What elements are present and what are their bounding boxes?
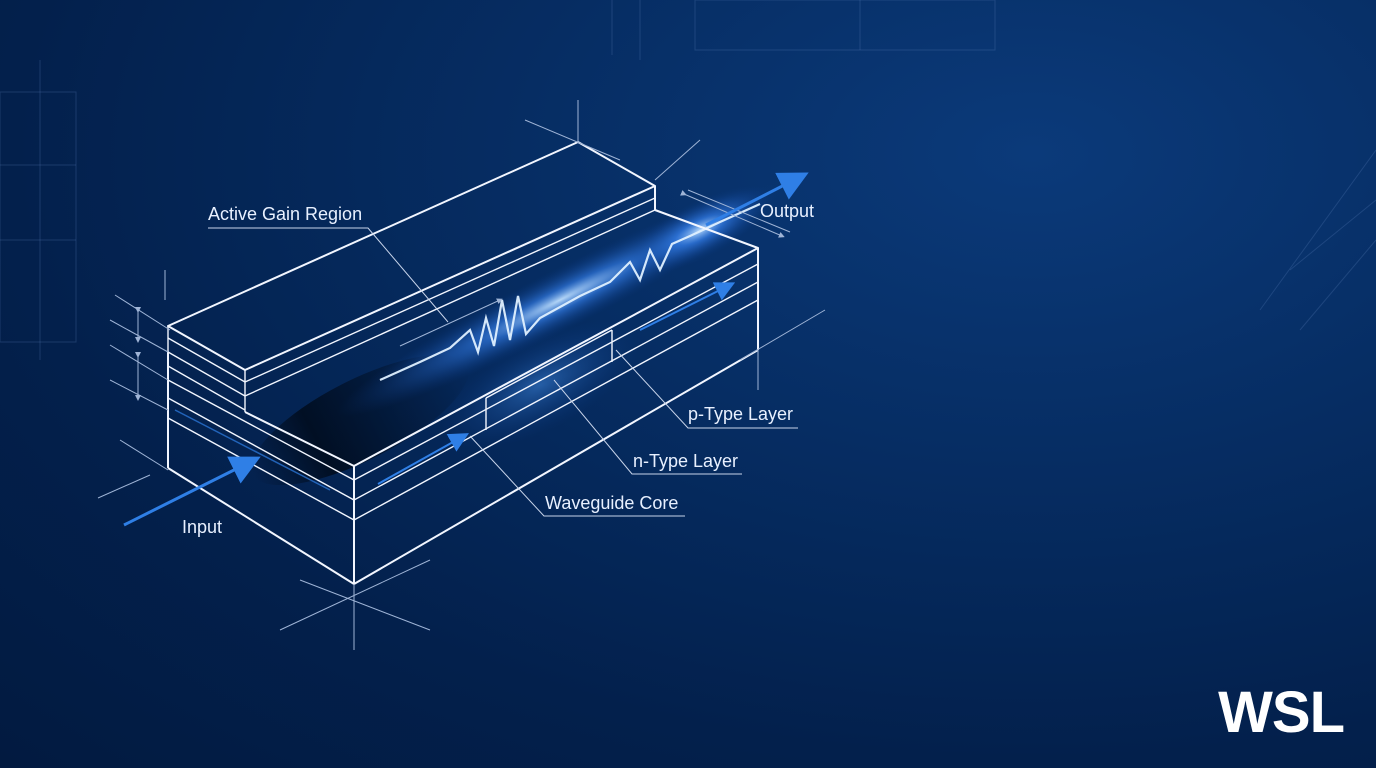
output-arrow (705, 172, 809, 227)
label-waveguide-core: Waveguide Core (545, 493, 678, 513)
label-active-gain-region: Active Gain Region (208, 204, 362, 224)
leader-lines (208, 227, 798, 517)
background-blueprint (0, 0, 1376, 360)
label-input: Input (182, 517, 222, 537)
beam-glow (251, 183, 784, 486)
construction-lines (97, 100, 826, 650)
light-beam-waveform (379, 202, 761, 382)
label-p-type-layer: p-Type Layer (688, 404, 793, 424)
label-output: Output (760, 201, 814, 221)
label-n-type-layer: n-Type Layer (633, 451, 738, 471)
flow-arrows (123, 172, 809, 527)
brand-logo: WSL (1218, 680, 1345, 745)
input-arrow (123, 456, 261, 527)
